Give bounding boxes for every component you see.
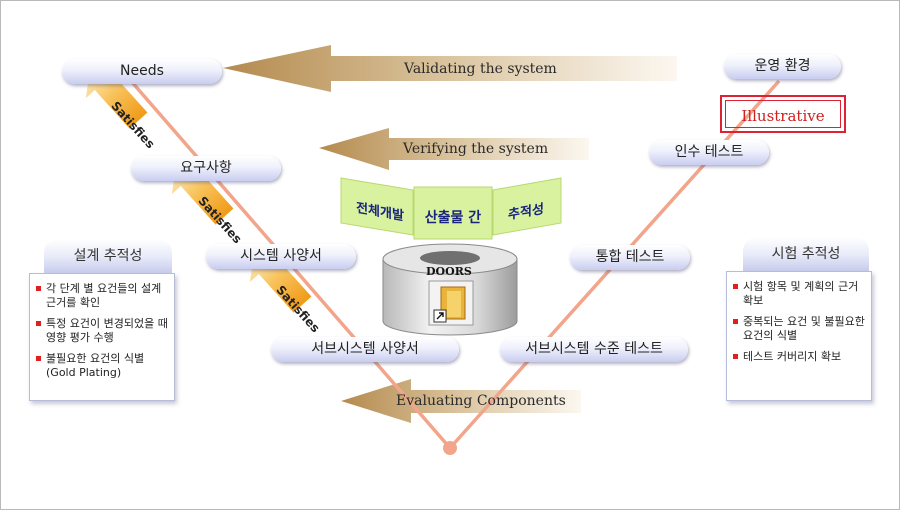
validating-label: Validating the system	[404, 61, 557, 77]
panel-center-text: 산출물 간	[424, 210, 482, 226]
panel-center	[413, 186, 493, 240]
illustrative-box: Illustrative	[720, 95, 846, 133]
design-trace-item: 특정 요건이 변경되었을 때 영향 평가 수행	[34, 317, 168, 345]
test-trace-box: 시험 항목 및 계획의 근거 확보 중복되는 요건 및 불필요한 요건의 식별 …	[726, 271, 872, 401]
subsystem-test-node: 서브시스템 수준 테스트	[500, 337, 688, 362]
illustrative-label: Illustrative	[725, 100, 841, 128]
subsystem-spec-node: 서브시스템 사양서	[271, 337, 459, 362]
panel-right	[492, 177, 562, 236]
doors-label: DOORS	[426, 265, 472, 278]
design-trace-box: 각 단계 별 요건들의 설계근거를 확인 특정 요건이 변경되었을 때 영향 평…	[29, 273, 175, 401]
acceptance-test-node: 인수 테스트	[649, 140, 769, 165]
verifying-arrow	[319, 128, 589, 170]
needs-node: Needs	[62, 59, 222, 84]
requirements-node: 요구사항	[131, 156, 281, 181]
design-trace-item: 각 단계 별 요건들의 설계근거를 확인	[34, 282, 168, 310]
validating-arrow	[223, 45, 677, 92]
design-trace-title: 설계 추적성	[44, 239, 172, 273]
v-vertex	[443, 441, 457, 455]
doors-app-icon	[428, 280, 474, 326]
test-trace-title: 시험 추적성	[743, 237, 869, 271]
evaluating-label: Evaluating Components	[396, 393, 566, 409]
test-trace-item: 시험 항목 및 계획의 근거 확보	[731, 280, 865, 308]
test-trace-item: 중복되는 요건 및 불필요한 요건의 식별	[731, 315, 865, 343]
test-trace-item: 테스트 커버리지 확보	[731, 350, 865, 364]
design-trace-item: 불필요한 요건의 식별 (Gold Plating)	[34, 352, 168, 380]
integration-test-node: 통합 테스트	[570, 245, 690, 270]
panel-left	[340, 177, 414, 236]
system-spec-node: 시스템 사양서	[206, 244, 356, 269]
operational-env-node: 운영 환경	[724, 54, 841, 79]
verifying-label: Verifying the system	[403, 141, 549, 157]
